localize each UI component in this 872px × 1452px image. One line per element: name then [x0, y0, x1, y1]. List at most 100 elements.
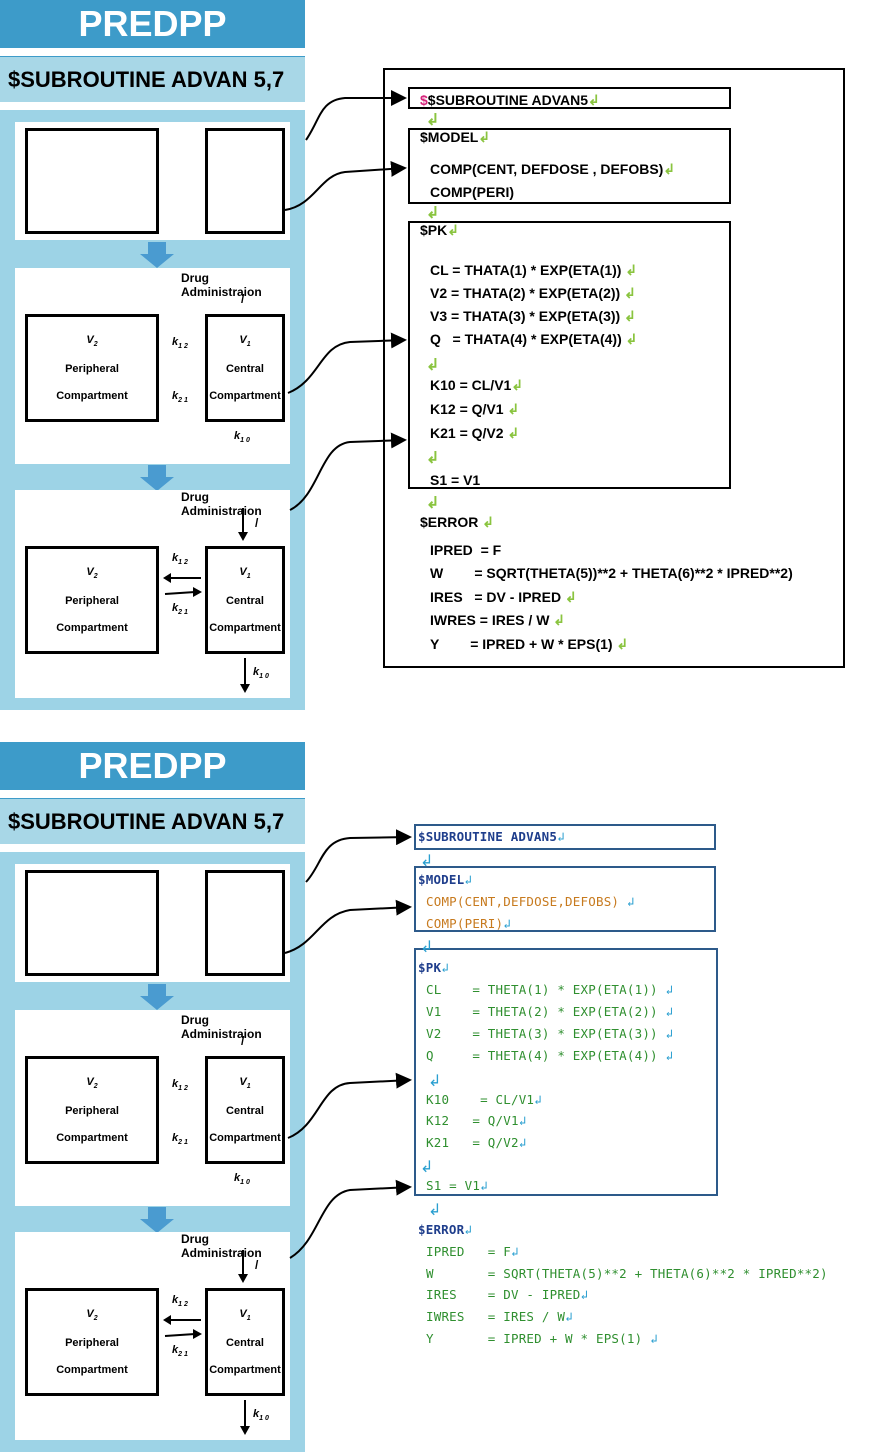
code-panel-top: [383, 68, 845, 668]
central-compartment: V1 Central Compartment: [205, 546, 285, 654]
v1-label: V1: [239, 334, 251, 349]
k12-label: k1 2: [172, 1078, 188, 1093]
down-arrow-2: [140, 465, 174, 491]
code2-k12: K12 = Q/V1↲: [426, 1113, 527, 1128]
v2-label: V2: [86, 334, 98, 349]
code-v3: V3 = THATA(3) * EXP(ETA(3)) ↲: [430, 308, 636, 324]
code2-error: $ERROR↲: [418, 1222, 473, 1237]
return-mark: ↲: [420, 939, 434, 956]
code2-v2: V2 = THETA(3) * EXP(ETA(3)) ↲: [426, 1026, 674, 1041]
code-w: W = SQRT(THETA(5))**2 + THETA(6)**2 * IP…: [430, 565, 793, 581]
central-compartment-label: Compartment: [209, 389, 281, 402]
diagram-empty: [15, 864, 290, 982]
connector-lines-bottom: [284, 829, 412, 1259]
code-iwres: IWRES = IRES / W ↲: [430, 612, 566, 628]
peripheral-compartment-label: Compartment: [56, 1131, 128, 1144]
k21-label: k2 1: [172, 602, 188, 617]
code-pk: $PK↲: [420, 222, 459, 238]
code2-ipred: IPRED = F↲: [426, 1244, 519, 1259]
subroutine-label-top: $SUBROUTINE ADVAN 5,7: [0, 56, 305, 102]
peripheral-compartment: V2 Peripheral Compartment: [25, 546, 159, 654]
peripheral-compartment-label: Compartment: [56, 389, 128, 402]
code2-cl: CL = THETA(1) * EXP(ETA(1)) ↲: [426, 982, 674, 997]
return-mark: ↲: [428, 1073, 442, 1090]
code2-k21: K21 = Q/V2↲: [426, 1135, 527, 1150]
subroutine-box: [408, 87, 731, 109]
drug-admin-label: Drug Administraion: [181, 490, 262, 518]
peripheral-compartment-label: Compartment: [56, 621, 128, 634]
peripheral-compartment: V2 Peripheral Compartment: [25, 314, 159, 422]
code-comp2: COMP(PERI): [430, 184, 514, 200]
k10-label: k1 0: [253, 1408, 269, 1423]
drug-admin-label: Drug Administraion: [181, 1013, 262, 1041]
code-ipred: IPRED = F: [430, 542, 502, 558]
k12-label: k1 2: [172, 552, 188, 567]
code2-pk: $PK↲: [418, 960, 449, 975]
peripheral-name: Peripheral: [65, 1105, 119, 1118]
central-compartment: V1 Central Compartment: [205, 1056, 285, 1164]
central-name: Central: [226, 1337, 264, 1350]
dose-arrow: [238, 508, 248, 541]
diagram-two-compartment-arrows: Drug Administraion / V2 Peripheral Compa…: [15, 490, 290, 698]
central-name: Central: [226, 363, 264, 376]
code-error: $ERROR ↲: [420, 514, 494, 530]
return-mark: ↲: [426, 450, 440, 467]
central-compartment-label: Compartment: [209, 621, 281, 634]
v2-label: V2: [86, 1076, 98, 1091]
return-mark: ↲: [426, 112, 440, 129]
code2-y: Y = IPRED + W * EPS(1) ↲: [426, 1331, 658, 1346]
down-arrow-1: [140, 984, 174, 1010]
code-s1: S1 = V1: [430, 472, 481, 488]
code2-k10: K10 = CL/V1↲: [426, 1092, 542, 1107]
elimination-arrow: [240, 1400, 250, 1435]
central-compartment: V1 Central Compartment: [205, 314, 285, 422]
down-arrow-2: [140, 1207, 174, 1233]
return-mark: ↲: [426, 205, 440, 222]
k12-label: k1 2: [172, 336, 188, 351]
return-mark: ↲: [420, 853, 434, 870]
return-mark: ↲: [426, 495, 440, 512]
slash-mark: /: [241, 292, 245, 306]
code2-comp1: COMP(CENT,DEFDOSE,DEFOBS) ↲: [426, 894, 635, 909]
compartment-panel-bottom: Drug Administraion / V2 Peripheral Compa…: [0, 852, 305, 1452]
model-box: [408, 128, 731, 204]
peripheral-compartment: V2 Peripheral Compartment: [25, 1288, 159, 1396]
peripheral-compartment-label: Compartment: [56, 1363, 128, 1376]
code2-subroutine: $SUBROUTINE ADVAN5↲: [418, 829, 565, 844]
diagram-two-compartment: Drug Administraion / V2 Peripheral Compa…: [15, 1010, 290, 1206]
compartment-panel-top: Drug Administraion / V2 Peripheral Compa…: [0, 110, 305, 710]
central-name: Central: [226, 595, 264, 608]
peripheral-box-empty: [25, 870, 159, 976]
connector-lines-top: [284, 90, 407, 511]
peripheral-name: Peripheral: [65, 363, 119, 376]
code-k10: K10 = CL/V1↲: [430, 377, 524, 393]
slash-mark: /: [255, 1258, 259, 1272]
peripheral-name: Peripheral: [65, 595, 119, 608]
central-box-empty: [205, 870, 285, 976]
central-compartment-label: Compartment: [209, 1363, 281, 1376]
code2-ires: IRES = DV - IPRED↲: [426, 1287, 589, 1302]
model-box-2: [414, 866, 716, 932]
k21-label: k2 1: [172, 1132, 188, 1147]
k10-label: k1 0: [234, 1172, 250, 1187]
code-q: Q = THATA(4) * EXP(ETA(4)) ↲: [430, 331, 638, 347]
down-arrow-1: [140, 242, 174, 268]
k21-label: k2 1: [172, 1344, 188, 1359]
predpp-header-top: PREDPP: [0, 0, 305, 48]
code-k12: K12 = Q/V1 ↲: [430, 401, 520, 417]
pk-box-2: [414, 948, 718, 1196]
code2-s1: S1 = V1↲: [426, 1178, 488, 1193]
code-y: Y = IPRED + W * EPS(1) ↲: [430, 636, 629, 652]
diagram-two-compartment-arrows: Drug Administraion / V2 Peripheral Compa…: [15, 1232, 290, 1440]
central-compartment: V1 Central Compartment: [205, 1288, 285, 1396]
code2-model: $MODEL↲: [418, 872, 473, 887]
central-box-empty: [205, 128, 285, 234]
return-mark: ↲: [428, 1202, 442, 1219]
slash-mark: /: [241, 1034, 245, 1048]
v2-label: V2: [86, 566, 98, 581]
subroutine-box-2: [414, 824, 716, 850]
diagram-two-compartment: Drug Administraion / V2 Peripheral Compa…: [15, 268, 290, 464]
drug-admin-label: Drug Administraion: [181, 271, 262, 299]
central-compartment-label: Compartment: [209, 1131, 281, 1144]
v1-label: V1: [239, 1308, 251, 1323]
